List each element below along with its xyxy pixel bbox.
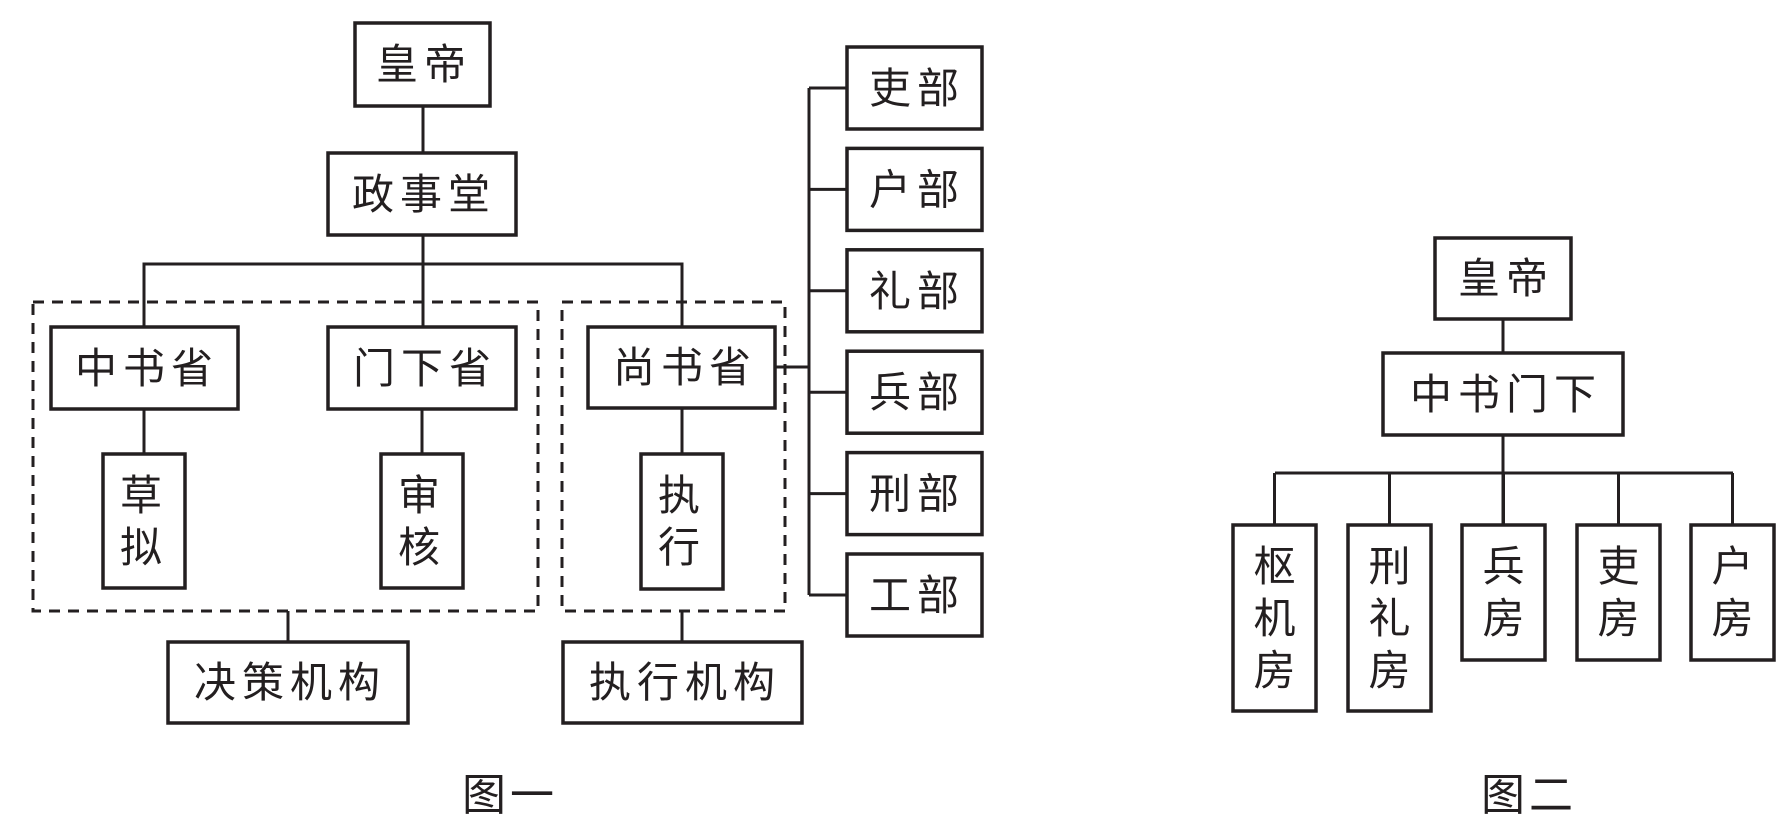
node-review: 审 核 xyxy=(379,452,465,590)
ministry-node: 吏部 xyxy=(845,45,984,131)
node-menxia-label: 门下省 xyxy=(353,344,497,393)
office-node: 刑礼房 xyxy=(1346,523,1433,713)
office-label-char: 吏 xyxy=(1597,542,1645,591)
office-label-char: 房 xyxy=(1597,594,1645,643)
ministry-label: 刑部 xyxy=(869,470,965,519)
figure-1: 皇帝 政事堂 中书省 门下省 尚书省 草 拟 审 核 xyxy=(31,21,984,821)
office-label-char: 房 xyxy=(1253,646,1301,695)
node-execution-group-label: 执行机构 xyxy=(589,658,781,707)
ministry-node: 刑部 xyxy=(845,450,984,537)
office-label-char: 礼 xyxy=(1368,594,1416,643)
node-decision-group: 决策机构 xyxy=(166,640,410,725)
ministry-node: 礼部 xyxy=(845,248,984,334)
ministry-node: 工部 xyxy=(845,552,984,638)
decision-group-outline xyxy=(31,300,540,613)
node-review-label-1: 审 xyxy=(398,471,446,520)
ministry-label: 吏部 xyxy=(869,64,965,113)
office-label-char: 户 xyxy=(1711,542,1759,591)
ministry-node: 户部 xyxy=(845,146,984,233)
node-execute-label-1: 执 xyxy=(658,471,706,520)
node-emperor-label: 皇帝 xyxy=(376,40,472,89)
node-zhongshu-label: 中书省 xyxy=(75,344,219,393)
node-execute-label-2: 行 xyxy=(658,523,706,572)
office-node: 枢机房 xyxy=(1231,523,1318,713)
node-emperor: 皇帝 xyxy=(353,21,492,108)
node-draft-label-2: 拟 xyxy=(120,523,168,572)
office-label-char: 枢 xyxy=(1253,542,1301,591)
ministry-label: 户部 xyxy=(869,165,965,214)
office-node: 吏房 xyxy=(1575,523,1662,662)
node-draft-label-1: 草 xyxy=(120,471,168,520)
office-label-char: 兵 xyxy=(1482,542,1530,591)
office-label-char: 房 xyxy=(1711,594,1759,643)
node-draft: 草 拟 xyxy=(101,452,187,590)
node-review-label-2: 核 xyxy=(398,523,446,572)
node-emperor-2-label: 皇帝 xyxy=(1458,254,1554,303)
node-shangshu-label: 尚书省 xyxy=(613,343,757,392)
office-label-char: 刑 xyxy=(1368,542,1416,591)
node-emperor-2: 皇帝 xyxy=(1433,236,1573,321)
node-execute: 执 行 xyxy=(639,452,725,591)
office-node: 户房 xyxy=(1689,523,1776,662)
node-decision-group-label: 决策机构 xyxy=(194,658,386,707)
node-menxia: 门下省 xyxy=(326,325,518,411)
ministry-label: 工部 xyxy=(869,571,965,620)
node-zhongshu: 中书省 xyxy=(49,325,240,411)
office-label-char: 房 xyxy=(1482,594,1530,643)
figure-1-caption: 图一 xyxy=(462,770,558,821)
node-execution-group: 执行机构 xyxy=(561,640,804,725)
figure-2-caption: 图二 xyxy=(1481,770,1577,821)
ministry-node: 兵部 xyxy=(845,349,984,435)
ministry-label: 兵部 xyxy=(869,368,965,417)
connector-council-bus xyxy=(142,262,684,327)
node-shangshu: 尚书省 xyxy=(586,325,777,410)
node-zhongshu-menxia-label: 中书门下 xyxy=(1410,370,1602,419)
node-council: 政事堂 xyxy=(326,151,518,237)
node-council-label: 政事堂 xyxy=(352,170,496,219)
office-label-char: 机 xyxy=(1253,594,1301,643)
node-zhongshu-menxia: 中书门下 xyxy=(1381,351,1625,437)
office-node: 兵房 xyxy=(1460,523,1547,662)
office-label-char: 房 xyxy=(1368,646,1416,695)
ministry-label: 礼部 xyxy=(869,267,965,316)
